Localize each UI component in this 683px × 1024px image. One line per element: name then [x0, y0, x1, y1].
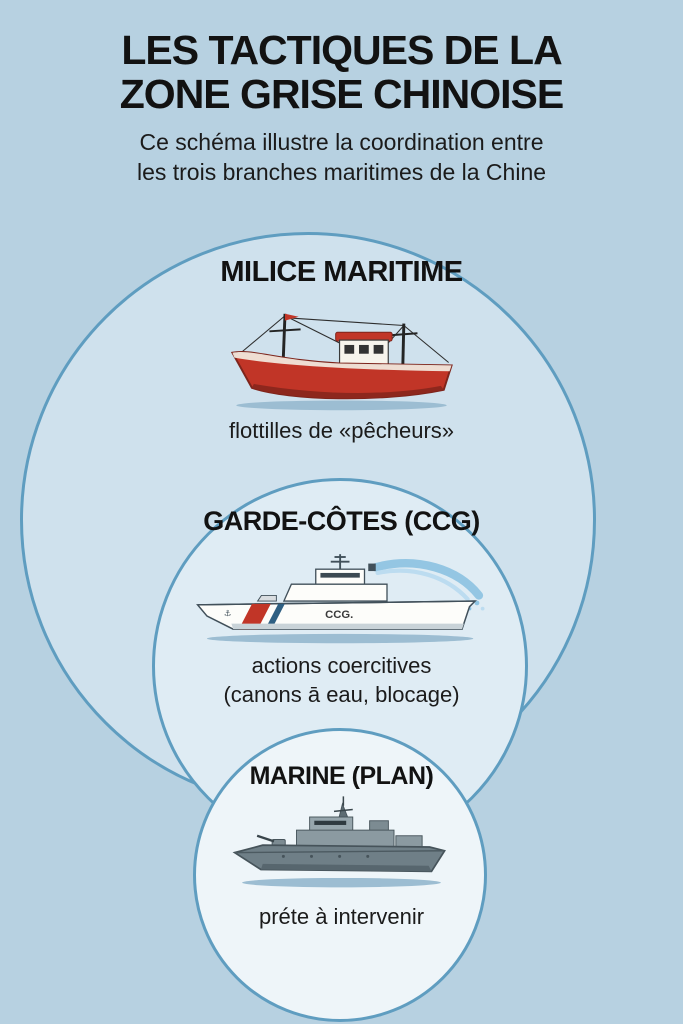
marine-plan-caption: préte à intervenir — [258, 904, 425, 929]
page-subtitle: Ce schéma illustre la coordination entre… — [0, 127, 683, 188]
garde-cotes-caption-line-1: actions coercitives — [251, 653, 432, 678]
subtitle-line-2: les trois branches maritimes de la Chine — [136, 158, 547, 185]
subtitle-line-1: Ce schéma illustre la coordination entre — [139, 128, 544, 155]
title-line-1: LES TACTIQUES DE LA — [121, 27, 562, 73]
coast-guard-cutter-icon: ⚓ CCG. — [192, 552, 492, 657]
page-title: LES TACTIQUES DE LA ZONE GRISE CHINOISE — [0, 28, 683, 117]
ccg-hull-marking: CCG. — [325, 609, 353, 621]
navy-frigate-icon — [229, 796, 454, 903]
title-line-2: ZONE GRISE CHINOISE — [119, 71, 564, 118]
coast-guard-ship-illustration: ⚓ CCG. — [0, 552, 683, 657]
header: LES TACTIQUES DE LA ZONE GRISE CHINOISE … — [0, 28, 683, 187]
garde-cotes-caption-line-2: (canons ā eau, blocage) — [223, 681, 460, 707]
svg-text:⚓: ⚓ — [223, 608, 231, 618]
milice-maritime-caption: flottilles de «pêcheurs» — [228, 418, 455, 443]
garde-cotes-caption: actions coercitives (canons ā eau, bloca… — [0, 652, 683, 709]
marine-plan-label: MARINE (PLAN) — [249, 762, 434, 790]
circle-marine-plan — [193, 728, 487, 1022]
fishing-boat-icon — [224, 306, 459, 423]
navy-ship-illustration — [0, 796, 683, 903]
garde-cotes-label: GARDE-CÔTES (CCG) — [203, 506, 480, 536]
fishing-boat-illustration — [0, 306, 683, 423]
milice-maritime-label: MILICE MARITIME — [220, 256, 463, 288]
